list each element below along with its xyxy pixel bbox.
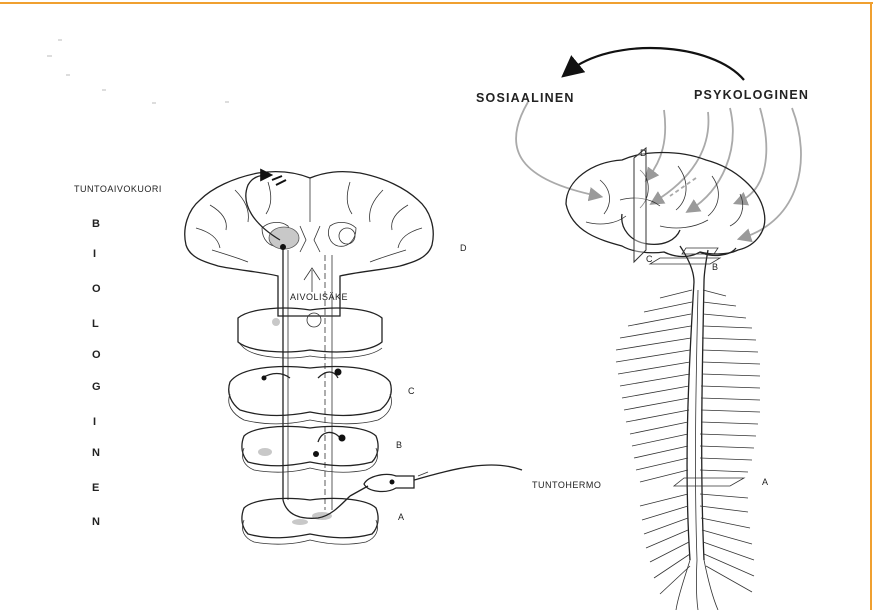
- biologinen-letter: G: [92, 381, 101, 393]
- biologinen-letter: L: [92, 318, 99, 330]
- label-left-c: C: [408, 386, 415, 396]
- biologinen-letter: I: [93, 416, 96, 428]
- scan-specks: [47, 40, 229, 103]
- dorsal-root-ganglion: [364, 474, 414, 491]
- label-tuntoaivokuori: TUNTOAIVOKUORI: [74, 184, 162, 194]
- left-neuroanatomy: [185, 172, 522, 545]
- label-sosiaalinen: SOSIAALINEN: [476, 91, 575, 105]
- plane-c: [650, 258, 720, 264]
- spinal-nerve-roots: [616, 290, 760, 594]
- label-left-a: A: [398, 512, 405, 522]
- plane-a: [674, 478, 744, 486]
- biologinen-letter: N: [92, 516, 100, 528]
- label-tuntohermo: TUNTOHERMO: [532, 480, 601, 490]
- label-aivolisake: AIVOLISÄKE: [290, 292, 348, 302]
- biologinen-letter: N: [92, 447, 100, 459]
- label-right-d: D: [640, 148, 647, 158]
- label-left-d: D: [460, 243, 467, 253]
- biologinen-letter: I: [93, 248, 96, 260]
- right-brain-spinal: [516, 48, 801, 610]
- biologinen-letter: O: [92, 283, 101, 295]
- biologinen-letter: O: [92, 349, 101, 361]
- biologinen-vertical: B I O L O G I N E N: [92, 218, 101, 528]
- label-left-b: B: [396, 440, 403, 450]
- label-right-c: C: [646, 254, 653, 264]
- biologinen-letter: E: [92, 482, 99, 494]
- biologinen-letter: B: [92, 218, 100, 230]
- label-right-b: B: [712, 262, 719, 272]
- brain-lateral-view: [566, 153, 765, 257]
- label-right-a: A: [762, 477, 769, 487]
- coronal-plane-d: [634, 148, 646, 262]
- curved-arrow-psych-to-social: [568, 48, 744, 80]
- plane-b: [682, 248, 718, 254]
- spinal-section-b: [242, 426, 378, 465]
- label-psykologinen: PSYKOLOGINEN: [694, 88, 809, 102]
- brainstem-section-2: [229, 367, 392, 416]
